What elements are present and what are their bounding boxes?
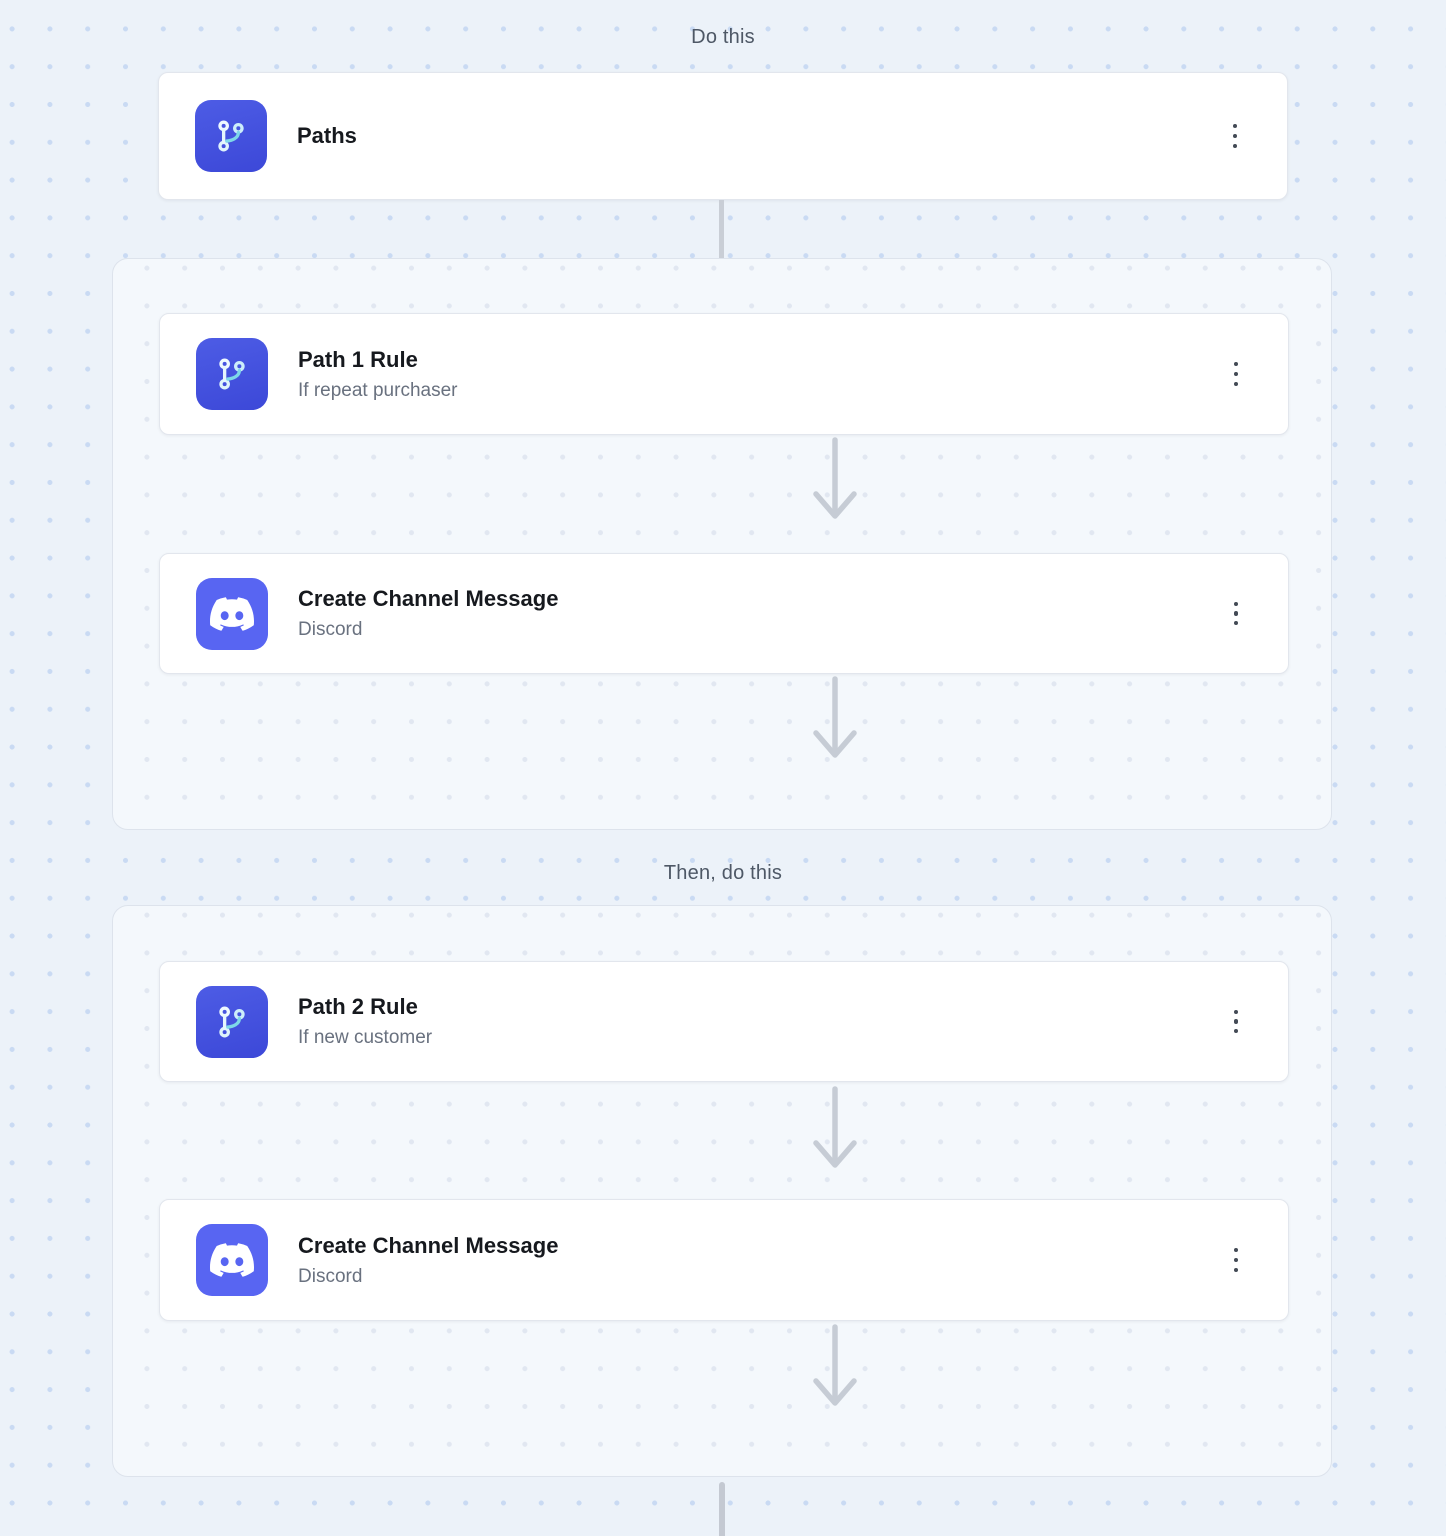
arrow-down-icon — [809, 1324, 861, 1410]
arrow-down-icon — [809, 676, 861, 762]
step-title: Paths — [297, 123, 357, 148]
discord-logo-icon — [196, 577, 268, 650]
arrow-down-icon — [809, 437, 861, 523]
step-title: Create Channel Message — [298, 1232, 559, 1258]
step-title: Path 1 Rule — [298, 346, 418, 372]
discord-logo-icon — [196, 1224, 268, 1296]
step-title: Create Channel Message — [298, 586, 559, 611]
connector-line — [719, 1482, 725, 1536]
section-label-do-this: Do this — [691, 26, 755, 48]
step-card-path2-rule[interactable]: Path 2 Rule If new customer — [159, 961, 1289, 1082]
step-subtitle: Discord — [298, 619, 363, 640]
git-branch-icon — [196, 985, 268, 1058]
git-branch-icon — [196, 338, 268, 410]
step-subtitle: If new customer — [298, 1027, 433, 1048]
step-title: Path 2 Rule — [298, 994, 418, 1019]
step-card-paths[interactable]: Paths — [158, 72, 1288, 200]
step-subtitle: If repeat purchaser — [298, 379, 458, 401]
kebab-menu-icon[interactable] — [1216, 1000, 1256, 1044]
arrow-down-icon — [809, 1086, 861, 1172]
step-subtitle: Discord — [298, 1265, 363, 1287]
step-card-discord-1[interactable]: Create Channel Message Discord — [159, 553, 1289, 674]
connector-line — [719, 200, 724, 258]
kebab-menu-icon[interactable] — [1216, 592, 1256, 636]
path-group-2: Path 2 Rule If new customer Create Chann… — [112, 905, 1332, 1477]
kebab-menu-icon[interactable] — [1215, 114, 1255, 158]
section-label-then-do-this: Then, do this — [663, 862, 783, 884]
kebab-menu-icon[interactable] — [1216, 352, 1256, 396]
step-card-discord-2[interactable]: Create Channel Message Discord — [159, 1199, 1289, 1321]
step-card-path1-rule[interactable]: Path 1 Rule If repeat purchaser — [159, 313, 1289, 435]
kebab-menu-icon[interactable] — [1216, 1238, 1256, 1282]
git-branch-icon — [195, 100, 267, 172]
path-group-1: Path 1 Rule If repeat purchaser Create C… — [112, 258, 1332, 830]
